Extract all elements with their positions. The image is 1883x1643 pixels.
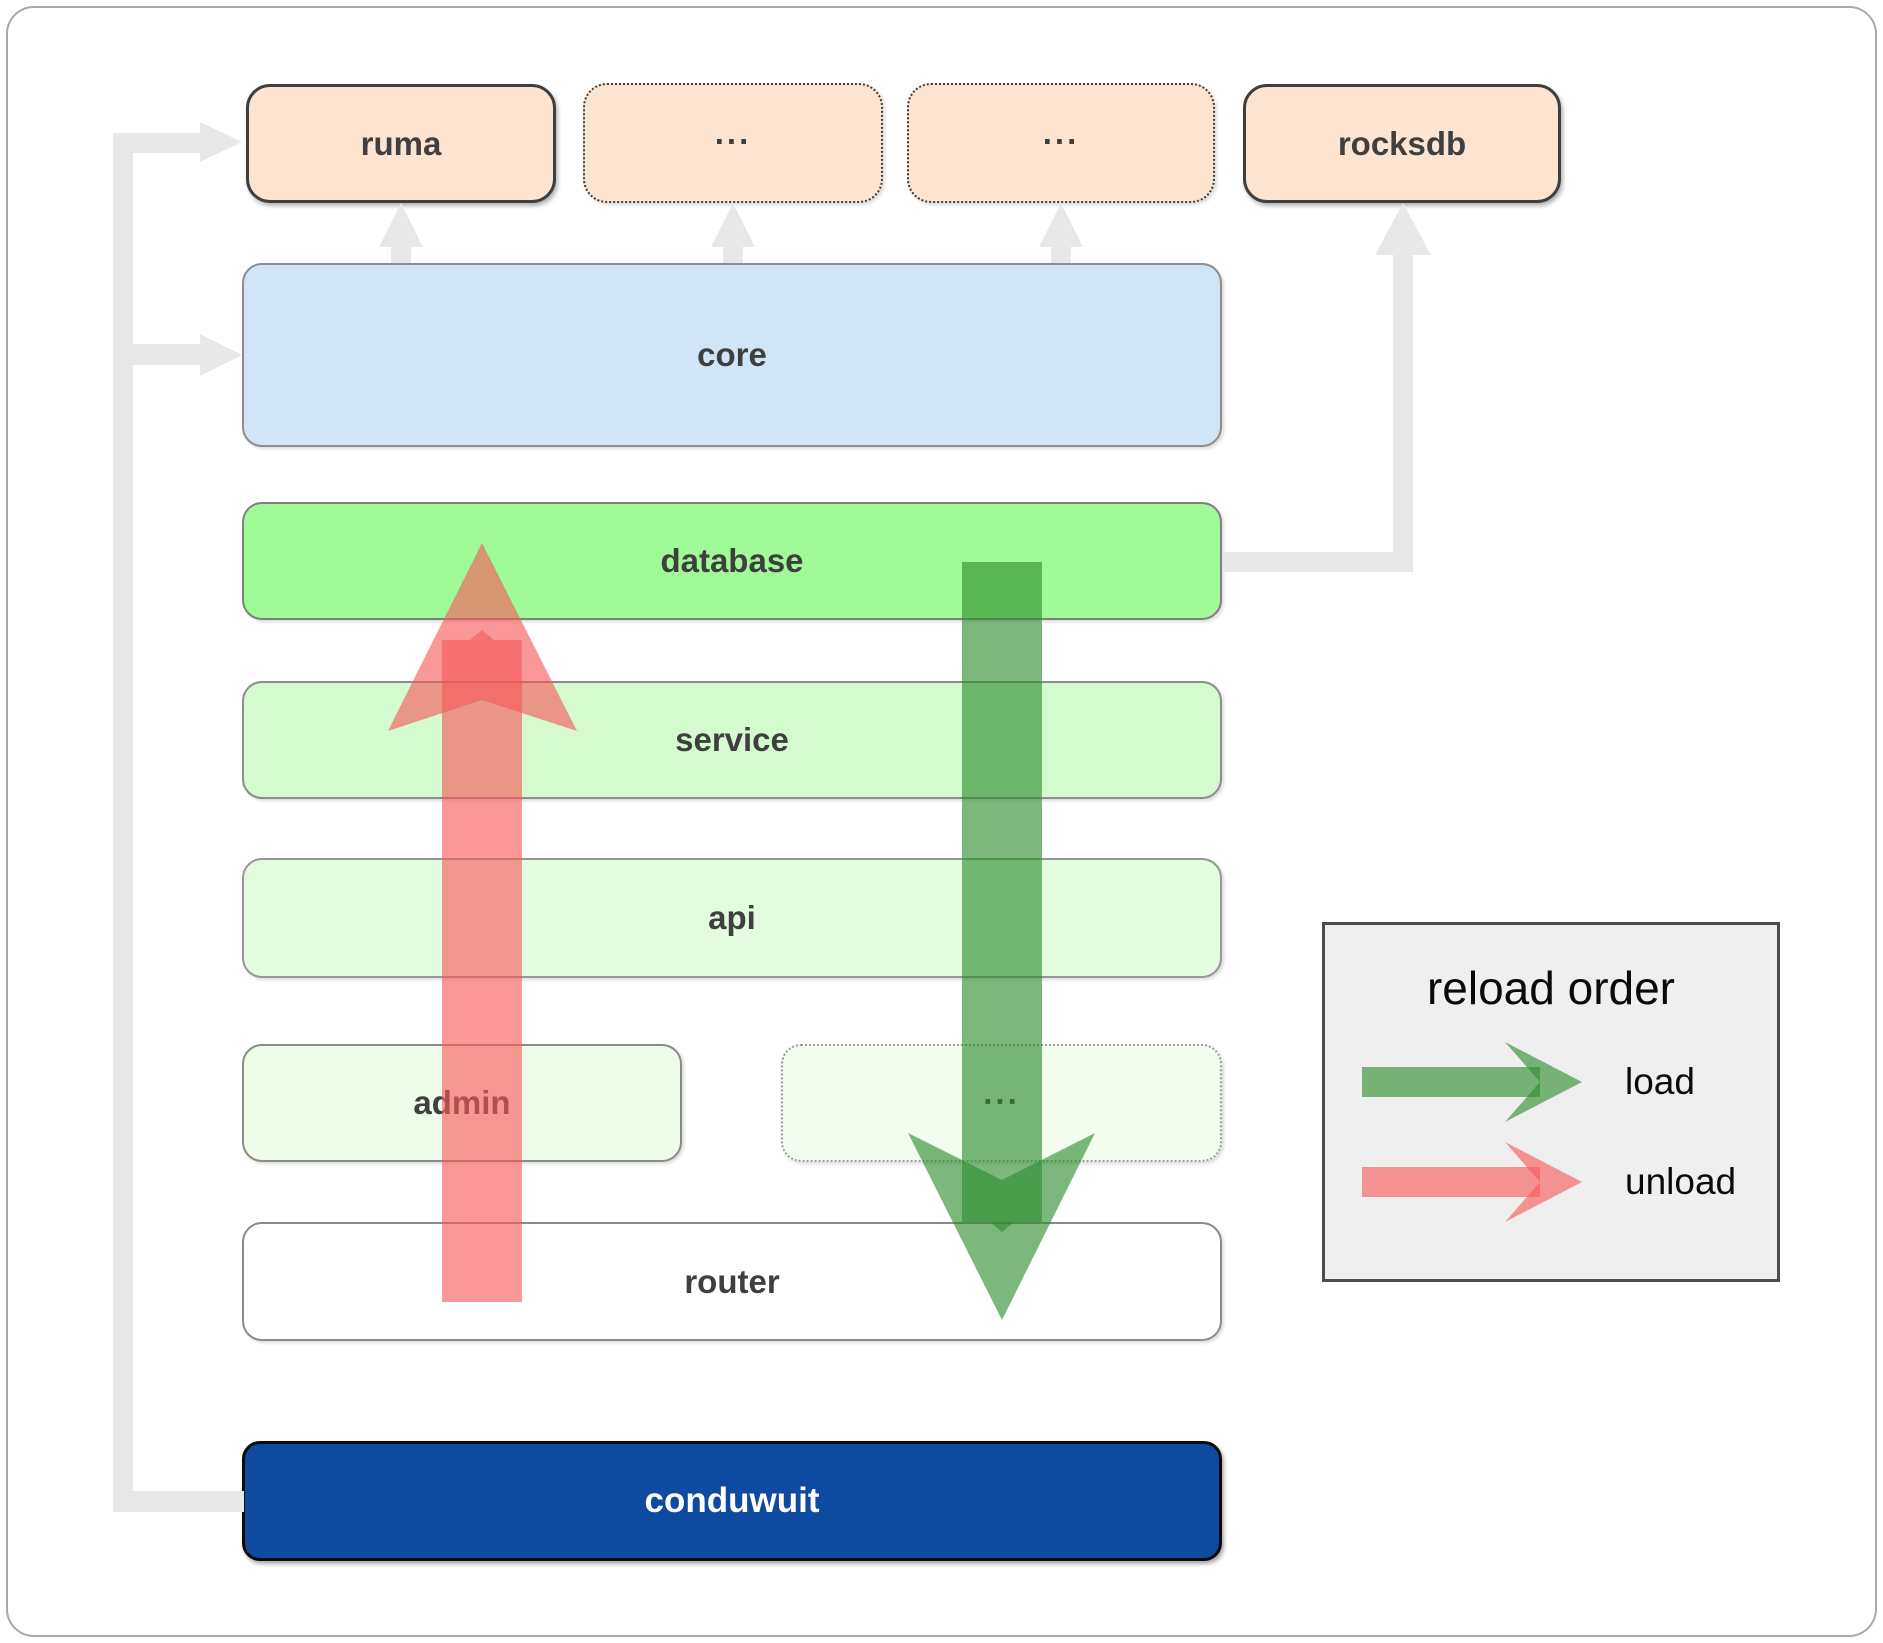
node-label: conduwuit [644,1481,820,1520]
node-ellipsis-modules: ... [781,1044,1222,1162]
node-label: database [660,542,804,579]
node-api: api [242,858,1222,978]
node-service: service [242,681,1222,799]
node-label: api [708,899,756,936]
node-label: ... [714,114,752,151]
node-label: router [684,1262,780,1300]
node-ellipsis-top-left: ... [583,83,883,203]
node-database: database [242,502,1222,620]
node-ruma: ruma [246,84,556,203]
page-border [6,6,1877,1637]
node-label: ruma [360,124,442,162]
legend-unload-label: unload [1625,1161,1737,1202]
node-core: core [242,263,1222,447]
node-label: rocksdb [1337,124,1467,162]
node-label: core [697,336,767,373]
node-ellipsis-top-right: ... [907,83,1215,203]
node-label: service [675,721,789,758]
node-label: ... [1042,114,1080,151]
legend-load-label: load [1625,1061,1695,1102]
node-admin: admin [242,1044,682,1162]
node-rocksdb: rocksdb [1243,84,1561,203]
node-label: ... [983,1074,1020,1111]
node-conduwuit: conduwuit [242,1441,1222,1561]
node-label: admin [413,1084,511,1121]
legend-title: reload order [1426,962,1676,1014]
node-router: router [242,1222,1222,1341]
